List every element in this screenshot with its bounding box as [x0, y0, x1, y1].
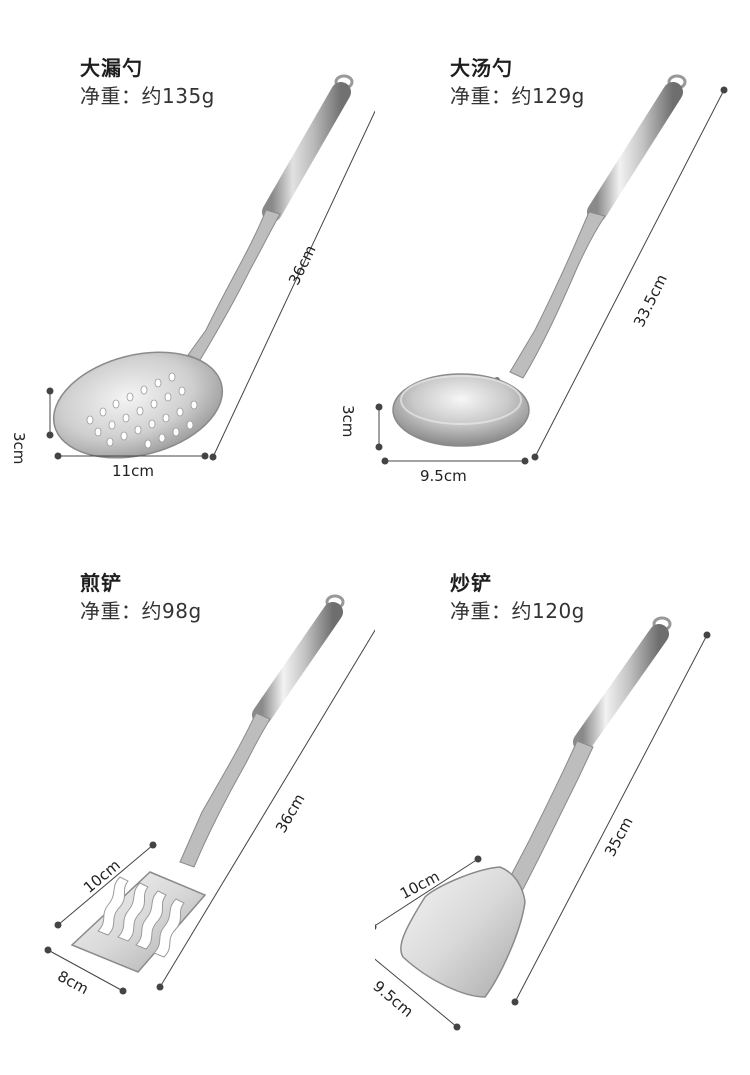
depth-label: 3cm: [10, 432, 28, 465]
product-skimmer: 大漏勺 净重：约135g: [0, 0, 375, 537]
product-name: 大漏勺: [80, 56, 143, 80]
product-name: 炒铲: [450, 571, 492, 595]
product-weight: 净重：约135g: [80, 84, 215, 108]
depth-label: 3cm: [339, 405, 357, 438]
product-wok-spatula: 炒铲 净重：约120g 35cm 10cm 9.5cm: [369, 537, 750, 1074]
product-slotted-turner: 煎铲 净重：约98g 36cm 10cm 8cm: [0, 537, 375, 1074]
product-weight: 净重：约129g: [450, 84, 585, 108]
product-weight: 净重：约98g: [80, 599, 202, 623]
wok-spatula-image: [375, 616, 711, 1031]
product-weight: 净重：约120g: [450, 599, 585, 623]
width-label: 11cm: [112, 462, 154, 480]
skimmer-image: [46, 74, 375, 461]
turner-image: [44, 594, 375, 995]
product-ladle: 大汤勺 净重：约129g 33.5cm 9.5cm 3cm: [339, 0, 750, 537]
product-name: 大汤勺: [450, 56, 513, 80]
product-name: 煎铲: [80, 571, 122, 595]
ladle-image: [375, 74, 728, 465]
width-label: 9.5cm: [420, 467, 467, 485]
